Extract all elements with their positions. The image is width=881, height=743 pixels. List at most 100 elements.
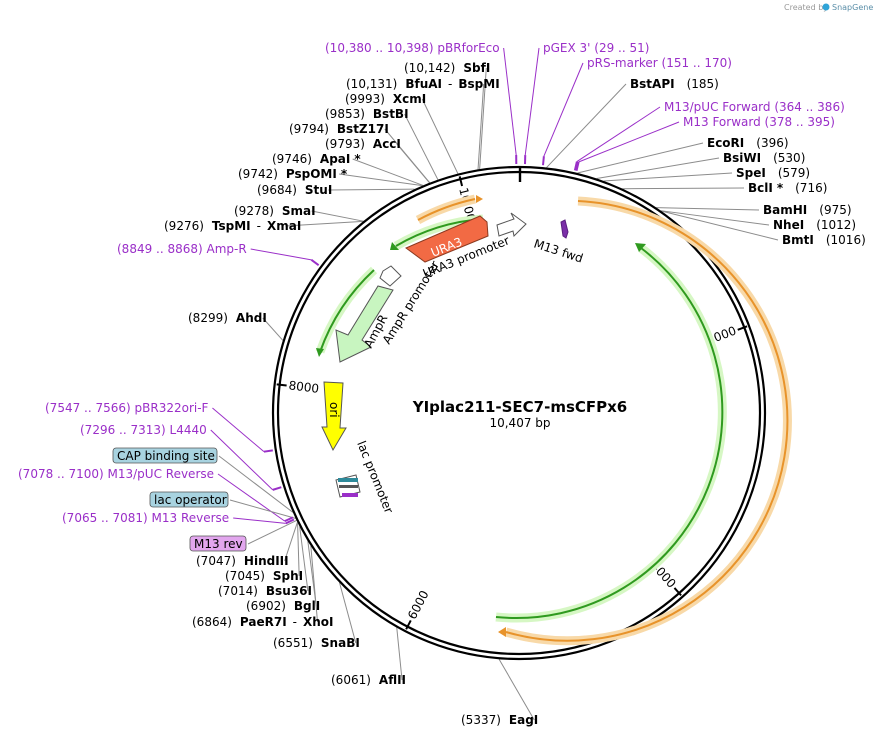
site-name: StuI bbox=[305, 183, 332, 197]
site-bsu36i[interactable]: (7014)Bsu36I bbox=[218, 584, 312, 598]
site-bsiwi[interactable]: BsiWI(530) bbox=[723, 151, 805, 165]
site-label: (9746)ApaI* bbox=[272, 152, 361, 166]
feature-arrows: URA3 promoter URA3 AmpR promoter AmpR or… bbox=[321, 212, 585, 515]
site-label: (6902)BglI bbox=[246, 599, 320, 613]
site-leader bbox=[396, 143, 430, 184]
site-name: HindIII bbox=[244, 554, 289, 568]
site-stui[interactable]: (9684)StuI bbox=[257, 183, 332, 197]
primer-3[interactable]: M13/pUC Forward (364 .. 386) bbox=[664, 100, 845, 114]
site-xcmi[interactable]: (9993)XcmI bbox=[345, 92, 426, 106]
site-label: (6061)AflII bbox=[331, 673, 406, 687]
site-leader bbox=[262, 317, 284, 341]
primer-labels: (10,380 .. 10,398) pBRforEco pGEX 3' (29 … bbox=[18, 41, 845, 525]
site-name-2: BspMI bbox=[458, 77, 499, 91]
site-acci[interactable]: (9793)AccI bbox=[325, 137, 401, 151]
site-leader bbox=[297, 522, 300, 577]
primer-4[interactable]: M13 Forward (378 .. 395) bbox=[683, 115, 835, 129]
feature-lac-promoter[interactable]: lac promoter bbox=[335, 439, 396, 515]
primer-leader bbox=[217, 473, 286, 522]
site-name: SphI bbox=[273, 569, 303, 583]
tick-4000 bbox=[673, 587, 682, 597]
site-leader bbox=[477, 83, 485, 170]
site-leader bbox=[596, 157, 720, 180]
site-position: (185) bbox=[687, 77, 719, 91]
site-name: ApaI bbox=[320, 152, 350, 166]
primer-mark bbox=[285, 518, 295, 525]
site-smai[interactable]: (9278)SmaI bbox=[234, 204, 316, 218]
primer-mark bbox=[575, 161, 580, 171]
site-position: (9742) bbox=[238, 167, 278, 181]
site-star: * bbox=[777, 181, 784, 195]
site-snabi[interactable]: (6551)SnaBI bbox=[273, 636, 360, 650]
ura3-promoter-arrow bbox=[496, 212, 527, 238]
site-leader bbox=[310, 545, 319, 623]
site-position: (9993) bbox=[345, 92, 385, 106]
site-label: (5337) EagI bbox=[461, 713, 538, 727]
feature-m13-fwd[interactable]: M13 fwd bbox=[532, 219, 585, 266]
site-bstz17i[interactable]: (9794)BstZ17I bbox=[289, 122, 389, 136]
site-label: (7014)Bsu36I bbox=[218, 584, 312, 598]
site-position: (10,131) bbox=[346, 77, 397, 91]
site-aflii[interactable]: (6061)AflII bbox=[331, 673, 406, 687]
site-label: (7047)HindIII bbox=[196, 554, 289, 568]
tick-label-8000: 8000 bbox=[288, 378, 320, 395]
site-position: (5337) bbox=[461, 713, 501, 727]
site-pspomi[interactable]: (9742)PspOMI* bbox=[238, 167, 348, 181]
site-position: (396) bbox=[756, 136, 788, 150]
boxed-label-2[interactable]: M13 rev bbox=[189, 535, 247, 552]
feature-ori[interactable]: ori bbox=[321, 381, 347, 452]
primer-5[interactable]: (8849 .. 8868) Amp-R bbox=[117, 242, 247, 256]
primer-0[interactable]: (10,380 .. 10,398) pBRforEco bbox=[325, 41, 500, 55]
primer-leader bbox=[524, 47, 540, 156]
boxed-label-1[interactable]: lac operator bbox=[149, 491, 229, 508]
site-ahdi[interactable]: (8299)AhdI bbox=[188, 311, 267, 325]
site-name: EcoRI bbox=[707, 136, 744, 150]
site-name: BstZ17I bbox=[337, 122, 389, 136]
site-hindiii[interactable]: (7047)HindIII bbox=[196, 554, 289, 568]
primer-7[interactable]: (7296 .. 7313) L4440 bbox=[80, 423, 207, 437]
site-bmti[interactable]: BmtI(1016) bbox=[782, 233, 866, 247]
site-bfuai[interactable]: (10,131)BfuAI-BspMI bbox=[346, 77, 500, 91]
site-apai[interactable]: (9746)ApaI* bbox=[272, 152, 361, 166]
site-sbfi[interactable]: (10,142)SbfI bbox=[404, 61, 490, 75]
site-sphi[interactable]: (7045)SphI bbox=[225, 569, 303, 583]
site-bcli[interactable]: BclI*(716) bbox=[748, 181, 827, 195]
primer-9[interactable]: (7065 .. 7081) M13 Reverse bbox=[62, 511, 229, 525]
site-bgli[interactable]: (6902)BglI bbox=[246, 599, 320, 613]
primer-8[interactable]: (7078 .. 7100) M13/pUC Reverse bbox=[18, 467, 214, 481]
site-label: (10,142)SbfI bbox=[404, 61, 490, 75]
site-bstbi[interactable]: (9853)BstBI bbox=[325, 107, 409, 121]
site-label: EcoRI (396) bbox=[707, 136, 789, 150]
site-star: * bbox=[341, 167, 348, 181]
site-ecori[interactable]: EcoRI (396) bbox=[707, 136, 789, 150]
site-position: (9278) bbox=[234, 204, 274, 218]
boxed-label-0[interactable]: CAP binding site bbox=[112, 447, 218, 464]
site-nhei[interactable]: NheI(1012) bbox=[773, 218, 856, 232]
site-leader bbox=[546, 83, 627, 168]
lac-promoter-stripe-3 bbox=[342, 493, 358, 497]
site-leader bbox=[660, 210, 770, 226]
site-position: (9276) bbox=[164, 219, 204, 233]
site-tspmi[interactable]: (9276)TspMI-XmaI bbox=[164, 219, 301, 233]
site-name: EagI bbox=[509, 713, 538, 727]
primer-6[interactable]: (7547 .. 7566) pBR322ori-F bbox=[45, 401, 209, 415]
site-leader bbox=[656, 207, 760, 211]
site-position: (579) bbox=[778, 166, 810, 180]
tick-6000 bbox=[405, 619, 412, 630]
tick-8000 bbox=[276, 383, 287, 387]
site-name: BclI bbox=[748, 181, 773, 195]
site-label: BstAPI(185) bbox=[630, 77, 719, 91]
site-eagi[interactable]: (5337) EagI bbox=[461, 713, 538, 727]
feature-ampr-promoter[interactable]: AmpR promoter bbox=[379, 258, 442, 347]
primer-leader bbox=[210, 429, 274, 491]
site-name: AhdI bbox=[236, 311, 267, 325]
site-bstapi[interactable]: BstAPI(185) bbox=[630, 77, 719, 91]
boxed-label-leader bbox=[247, 519, 297, 545]
primer-2[interactable]: pRS-marker (151 .. 170) bbox=[587, 56, 732, 70]
site-bamhi[interactable]: BamHI(975) bbox=[763, 203, 852, 217]
site-spei[interactable]: SpeI(579) bbox=[736, 166, 810, 180]
site-paer7i[interactable]: (6864)PaeR7I-XhoI bbox=[192, 615, 334, 629]
primer-1[interactable]: pGEX 3' (29 .. 51) bbox=[543, 41, 649, 55]
